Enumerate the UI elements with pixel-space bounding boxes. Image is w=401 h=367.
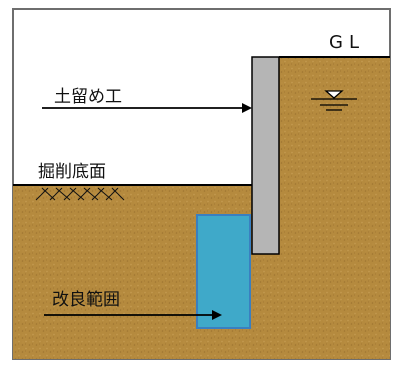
improvement-zone-arrow: [44, 310, 222, 320]
gl-label: GL: [329, 32, 365, 53]
retaining-wall-arrow: [42, 103, 252, 113]
water-level-icon: [311, 90, 357, 111]
excavation-hatching: [35, 187, 125, 201]
improvement-zone: [196, 214, 251, 329]
retaining-wall-label: 土留め工: [54, 87, 122, 107]
retaining-wall: [251, 56, 280, 255]
excavation-bottom-label: 掘削底面: [38, 162, 106, 182]
improvement-zone-label: 改良範囲: [52, 290, 120, 310]
soil-mass: [13, 57, 390, 359]
